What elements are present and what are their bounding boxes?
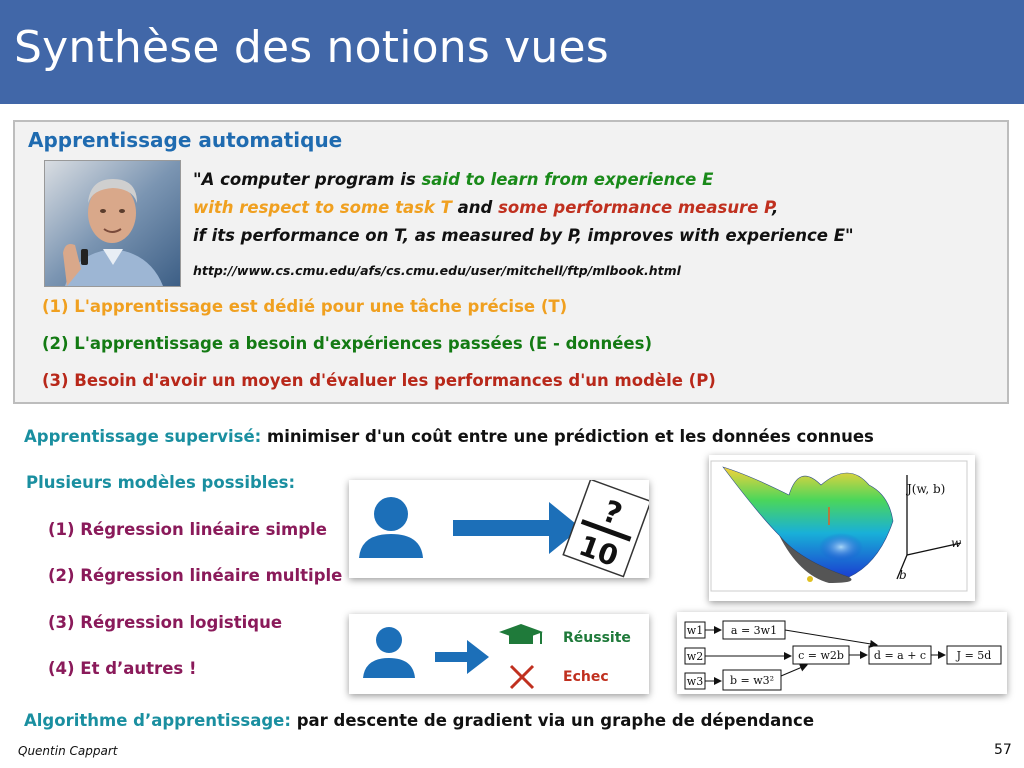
graph-node-b: b = w3² [730,674,774,687]
classification-illustration: Réussite Echec [349,614,649,694]
supervised-text: minimiser d'un coût entre une prédiction… [261,427,874,446]
cross-icon [509,664,535,690]
success-label: Réussite [563,630,631,646]
footer-author: Quentin Cappart [18,744,118,758]
score-badge: ? 10 [562,478,652,578]
model-item: (3) Régression logistique [48,613,283,632]
graph-node-c: c = w2b [798,649,844,662]
quote-line-2: with respect to some task T and some per… [193,198,778,217]
graph-node-a: a = 3w1 [731,624,777,637]
graduation-cap-icon [499,624,543,644]
slide-title: Synthèse des notions vues [14,22,609,73]
graph-input-w2: w2 [687,650,703,663]
quote-experience: said to learn from experience E [421,170,714,189]
graph-input-w1: w1 [687,624,703,637]
quote-part: , [771,198,779,217]
model-item: (2) Régression linéaire multiple [48,566,343,585]
portrait-photo [44,160,181,287]
supervised-line: Apprentissage supervisé: minimiser d'un … [24,427,874,446]
arrow-right-icon [453,502,581,554]
page-number: 57 [994,742,1012,758]
algorithm-line: Algorithme d’apprentissage: par descente… [24,711,814,730]
graph-node-j: J = 5d [956,649,992,662]
x-axis-label: w [951,536,962,550]
model-item: (4) Et d’autres ! [48,659,197,678]
quote-line-3: if its performance on T, as measured by … [193,226,854,245]
z-axis-label: J(w, b) [905,482,945,496]
graph-node-d: d = a + c [874,649,926,662]
definition-point-task: (1) L'apprentissage est dédié pour une t… [42,297,568,316]
definition-point-performance: (3) Besoin d'avoir un moyen d'évaluer le… [42,371,716,390]
person-icon [363,627,415,678]
failure-label: Echec [563,669,609,685]
person-icon [359,497,423,558]
graph-edges [705,626,946,685]
y-axis-label: b [899,568,907,582]
supervised-label: Apprentissage supervisé: [24,427,262,446]
algorithm-text: par descente de gradient via un graphe d… [290,711,815,730]
quote-part: "A computer program is [193,170,422,189]
definition-point-experience: (2) L'apprentissage a besoin d'expérienc… [42,334,652,353]
quote-part: and [451,198,499,217]
axes [896,475,962,580]
algorithm-label: Algorithme d’apprentissage: [24,711,291,730]
score-illustration: ? 10 [349,478,652,578]
quote-line-1: "A computer program is said to learn fro… [193,170,713,189]
quote-performance: some performance measure P [498,198,772,217]
title-bar [0,0,1024,104]
dependency-graph-illustration: w1 w2 w3 a = 3w1 b = w3² c = w2b d = a +… [677,612,1007,694]
model-item: (1) Régression linéaire simple [48,520,327,539]
models-heading: Plusieurs modèles possibles: [26,473,296,492]
graph-input-w3: w3 [687,675,703,688]
arrow-right-icon [435,640,489,674]
quote-task: with respect to some task T [193,198,452,217]
cost-surface-illustration: J(w, b) w b [709,455,975,601]
reference-url: http://www.cs.cmu.edu/afs/cs.cmu.edu/use… [193,263,681,278]
definition-heading: Apprentissage automatique [28,128,343,152]
